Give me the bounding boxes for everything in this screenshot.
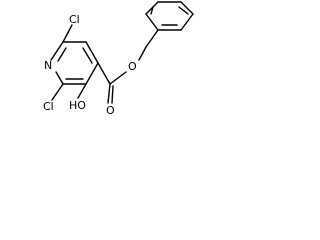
bond-carbonyl-ester-o bbox=[109, 71, 127, 85]
benzene-double-3 bbox=[150, 6, 154, 15]
bond-carbonyl-o-single bbox=[107, 83, 111, 104]
atom-cl-top: Cl bbox=[69, 13, 80, 26]
bond-c5-c4 bbox=[85, 41, 99, 64]
atom-ester-oxygen: O bbox=[128, 60, 137, 73]
bond-n-c6 bbox=[50, 41, 64, 61]
benzene-double-2 bbox=[178, 6, 189, 15]
bond-c5-c4-double bbox=[82, 47, 93, 64]
bond-c6-n-double bbox=[57, 47, 67, 62]
bond-c3-oh bbox=[77, 83, 87, 99]
bond-c4-c3 bbox=[85, 62, 99, 85]
benzene-bond-2 bbox=[180, 13, 194, 31]
bond-c6-cl bbox=[62, 24, 73, 43]
benzene-bond-3 bbox=[180, 1, 194, 15]
bond-c4-carbonyl bbox=[97, 62, 111, 85]
bond-ch2-ph bbox=[145, 29, 159, 48]
atom-cl-left: Cl bbox=[43, 100, 54, 113]
pyridine-ring bbox=[50, 41, 99, 85]
bond-carbonyl-o-double bbox=[111, 85, 114, 104]
atom-nitrogen: N bbox=[44, 59, 52, 72]
bond-ester-o-ch2 bbox=[138, 46, 147, 61]
molecule-drawing: Cl N Cl HO O O bbox=[43, 1, 194, 117]
bond-c2-cl bbox=[51, 83, 64, 101]
structure-canvas: Cl N Cl HO O O bbox=[0, 0, 219, 144]
benzene-bond-6 bbox=[145, 13, 159, 31]
atom-carbonyl-oxygen: O bbox=[106, 104, 115, 117]
atom-hydroxyl: HO bbox=[69, 99, 86, 112]
bond-c2-n bbox=[55, 71, 64, 85]
benzene-ring bbox=[145, 1, 194, 48]
